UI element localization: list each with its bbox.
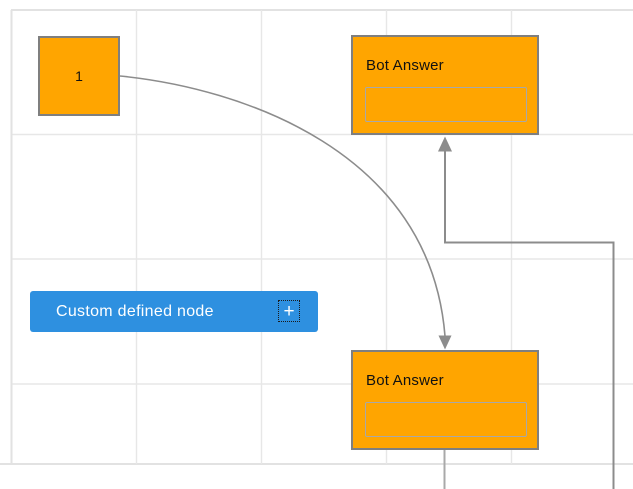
curved-connector[interactable] xyxy=(119,75,452,350)
curved-connector-path[interactable] xyxy=(119,75,446,337)
arrowhead-down-icon xyxy=(438,335,452,350)
node-text-input[interactable] xyxy=(365,87,527,122)
arrowhead-up-icon xyxy=(438,136,452,152)
node-title: Bot Answer xyxy=(366,57,444,74)
elbow-connector[interactable] xyxy=(438,136,615,489)
node-start[interactable]: 1 xyxy=(38,36,120,116)
node-title: Bot Answer xyxy=(366,372,444,389)
node-text-input[interactable] xyxy=(365,402,527,437)
node-start-label: 1 xyxy=(75,68,83,84)
plus-icon[interactable]: + xyxy=(278,300,300,322)
node-bot-answer-bottom[interactable]: Bot Answer xyxy=(351,350,539,450)
elbow-connector-path[interactable] xyxy=(444,151,615,489)
node-bot-answer-top[interactable]: Bot Answer xyxy=(351,35,539,135)
custom-node-button[interactable]: Custom defined node + xyxy=(30,291,318,332)
custom-node-button-label: Custom defined node xyxy=(56,302,214,320)
